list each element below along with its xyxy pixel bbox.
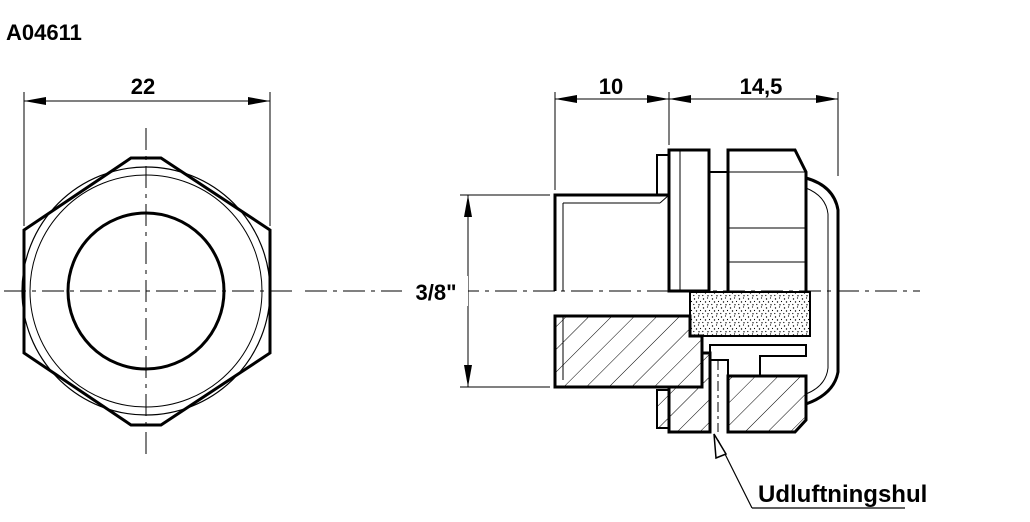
dome-inner-upper bbox=[805, 187, 829, 291]
callout-arrow bbox=[713, 433, 728, 460]
dim-10-arrow-right bbox=[647, 95, 669, 103]
washer-upper bbox=[656, 154, 670, 196]
dim-thread-length: 10 bbox=[599, 74, 623, 99]
section-cap-inner bbox=[709, 344, 807, 377]
thread-stub-upper bbox=[553, 193, 669, 291]
flange-upper bbox=[667, 148, 711, 293]
dim-thread-size: 3/8" bbox=[415, 280, 456, 305]
dim-22-arrow-left bbox=[24, 97, 46, 105]
bore-circle bbox=[66, 211, 226, 371]
chamfer-circle bbox=[21, 166, 271, 416]
hex-cap-upper bbox=[726, 148, 808, 291]
dome-inner-lower bbox=[805, 291, 829, 395]
dim-hex-width: 22 bbox=[131, 74, 155, 99]
dim-body-length: 14,5 bbox=[740, 74, 783, 99]
front-view: 22 bbox=[4, 74, 292, 455]
dim-thread-arrow-top bbox=[464, 195, 472, 217]
chamfer-circle-inner bbox=[29, 174, 263, 408]
section-cap bbox=[726, 374, 808, 434]
dim-22-arrow-right bbox=[248, 97, 270, 105]
dim-thread-arrow-bottom bbox=[464, 365, 472, 387]
dim-10-arrow-left bbox=[555, 95, 577, 103]
filter-element bbox=[689, 291, 811, 337]
callout-vent-hole: Udluftningshul bbox=[758, 481, 927, 508]
dim-14-5-arrow-left bbox=[669, 95, 691, 103]
washer-lower bbox=[656, 389, 670, 429]
dome-end-upper bbox=[805, 176, 840, 291]
dim-14-5-arrow-right bbox=[816, 95, 838, 103]
dim-thread-label-bg bbox=[402, 276, 468, 306]
side-view: 10 14,5 3/8" Udluftningshul bbox=[305, 74, 927, 509]
dome-end-lower bbox=[805, 291, 840, 406]
section-thread-body bbox=[553, 314, 704, 389]
part-number: A04611 bbox=[6, 20, 82, 45]
